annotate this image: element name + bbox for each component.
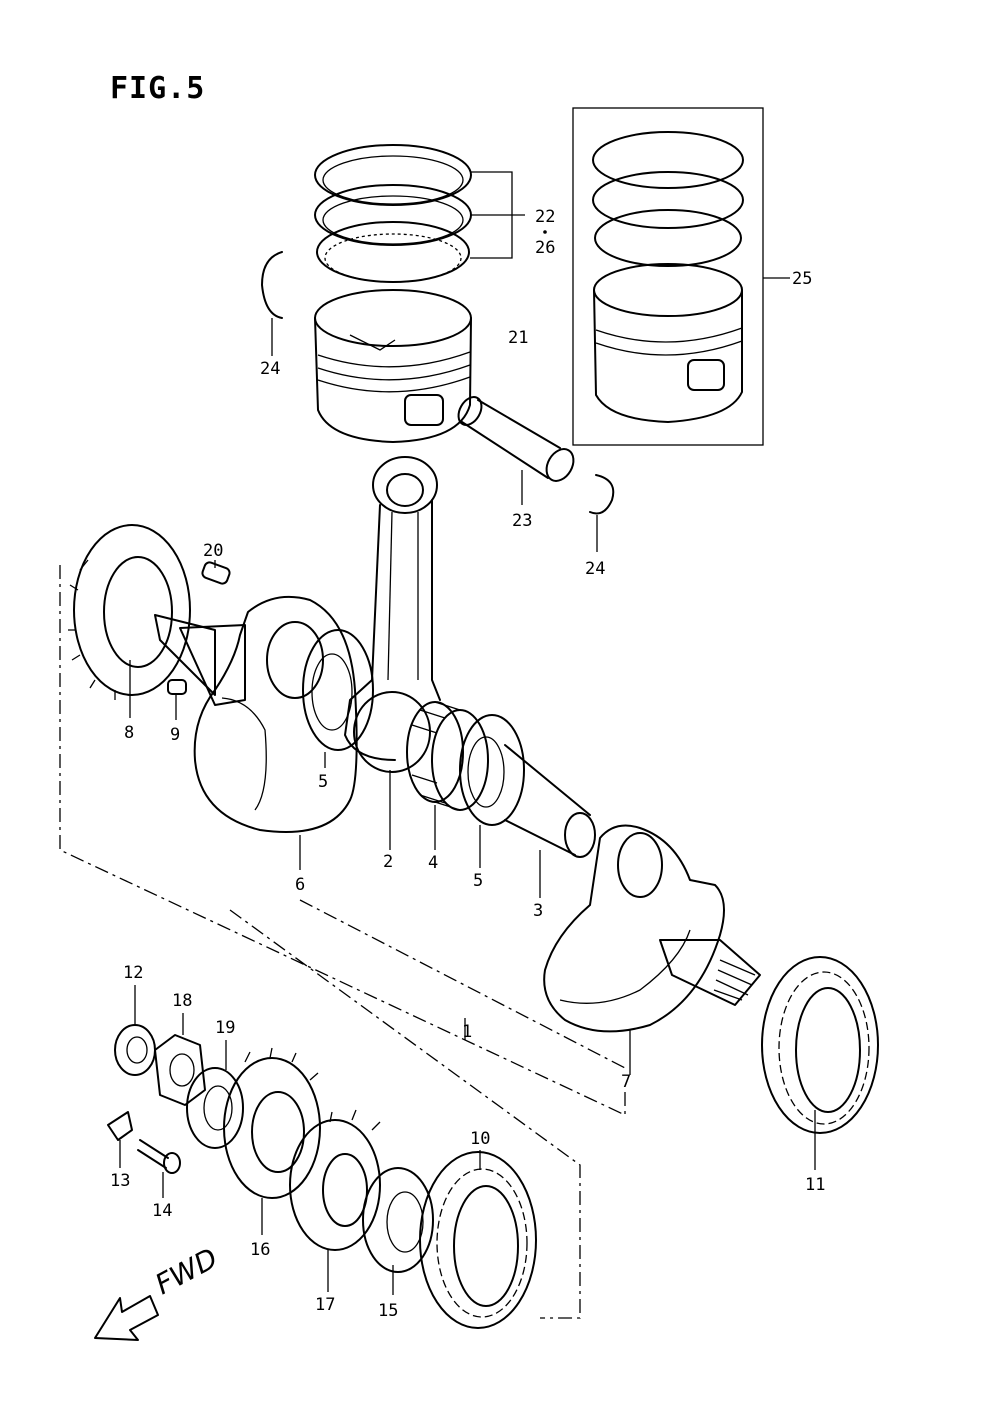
- callout-10: 10: [470, 1129, 490, 1149]
- bearing-12: [114, 1024, 156, 1076]
- callout-11: 11: [805, 1175, 825, 1195]
- callout-19: 19: [215, 1018, 235, 1038]
- nut-18: [154, 1034, 206, 1106]
- bearing-11: [761, 956, 879, 1134]
- drive-gear: [68, 524, 191, 700]
- circlip-left: [261, 251, 283, 319]
- circlip-right: [589, 474, 615, 515]
- washer-19: [186, 1067, 244, 1149]
- callout-6: 6: [295, 875, 305, 895]
- bolt-14: [137, 1139, 181, 1174]
- lock-washer-13: [107, 1111, 133, 1141]
- callout-25: 25: [792, 269, 812, 289]
- thrust-washer-right: [459, 714, 525, 826]
- gear-15: [362, 1167, 434, 1273]
- piston-assembly: [592, 131, 744, 423]
- callout-13: 13: [110, 1171, 130, 1191]
- callout-24-left: 24: [260, 359, 280, 379]
- callout-21: 21: [508, 328, 528, 348]
- callout-3: 3: [533, 901, 543, 921]
- fwd-label: FWD: [150, 1241, 223, 1301]
- crank-pin: [504, 744, 596, 858]
- needle-bearing: [406, 701, 489, 811]
- callout-18: 18: [172, 991, 192, 1011]
- callout-5-left: 5: [318, 772, 328, 792]
- piston-assembly-box: [572, 107, 764, 446]
- callout-7: 7: [621, 1072, 631, 1092]
- connecting-rod: [344, 456, 441, 773]
- callout-22: 22: [535, 207, 555, 227]
- callout-17: 17: [315, 1295, 335, 1315]
- gear-16: [223, 1047, 321, 1199]
- callout-1: 1: [462, 1022, 472, 1042]
- callout-20: 20: [203, 541, 223, 561]
- gear-17: [289, 1109, 381, 1251]
- piston-rings: [314, 144, 472, 283]
- callout-12: 12: [123, 963, 143, 983]
- callout-23: 23: [512, 511, 532, 531]
- crank-web-right: [543, 824, 761, 1033]
- bearing-10: [419, 1151, 537, 1329]
- callout-2: 2: [383, 852, 393, 872]
- crankshaft-bracket: [59, 565, 626, 1117]
- gear-assembly-bracket: [229, 909, 581, 1319]
- figure-title: FIG.5: [110, 71, 205, 106]
- callout-8: 8: [124, 723, 134, 743]
- piston: [314, 289, 472, 443]
- callout-4: 4: [428, 853, 438, 873]
- piston-pin: [457, 396, 575, 482]
- callout-9: 9: [170, 725, 180, 745]
- callout-5-right: 5: [473, 871, 483, 891]
- fwd-arrow-icon: [94, 1295, 159, 1341]
- crankshaft-bracket-inner: [299, 899, 626, 1069]
- callout-14: 14: [152, 1201, 172, 1221]
- callout-26: 26: [535, 238, 555, 258]
- thrust-washer-left: [302, 629, 374, 751]
- woodruff-key-20: [201, 561, 231, 585]
- crank-web-left: [154, 595, 358, 833]
- callout-15: 15: [378, 1301, 398, 1321]
- callout-24-right: 24: [585, 559, 605, 579]
- separator-dot: [543, 230, 547, 234]
- callout-16: 16: [250, 1240, 270, 1260]
- key-9: [167, 679, 187, 695]
